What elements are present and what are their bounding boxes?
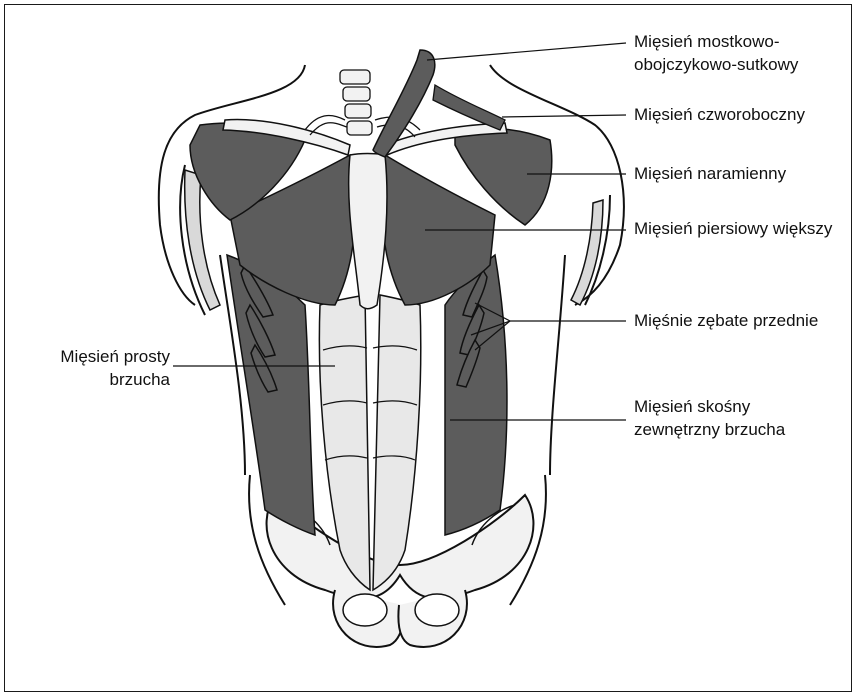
- label-rectus-abdominis-line-1: Mięsień prosty: [25, 345, 170, 368]
- label-sternocleidomastoid-line-2: obojczykowo-sutkowy: [634, 53, 798, 76]
- sternum: [349, 154, 387, 309]
- label-rectus-abdominis-line-2: brzucha: [25, 368, 170, 391]
- figure-frame: Mięsień mostkowo- obojczykowo-sutkowy Mi…: [4, 4, 852, 692]
- label-deltoid: Mięsień naramienny: [634, 162, 786, 185]
- leader-line-sternocleidomastoid: [427, 43, 626, 60]
- label-sternocleidomastoid-line-1: Mięsień mostkowo-: [634, 30, 798, 53]
- label-rectus-abdominis: Mięsień prosty brzucha: [25, 345, 170, 391]
- label-external-oblique-line-1: Mięsień skośny: [634, 395, 785, 418]
- label-pectoralis-major: Mięsień piersiowy większy: [634, 217, 832, 240]
- label-sternocleidomastoid: Mięsień mostkowo- obojczykowo-sutkowy: [634, 30, 798, 76]
- label-external-oblique-line-2: zewnętrzny brzucha: [634, 418, 785, 441]
- label-trapezius: Mięsień czworoboczny: [634, 103, 805, 126]
- leader-line-trapezius: [502, 115, 626, 117]
- label-external-oblique: Mięsień skośny zewnętrzny brzucha: [634, 395, 785, 441]
- label-serratus-anterior: Mięśnie zębate przednie: [634, 309, 818, 332]
